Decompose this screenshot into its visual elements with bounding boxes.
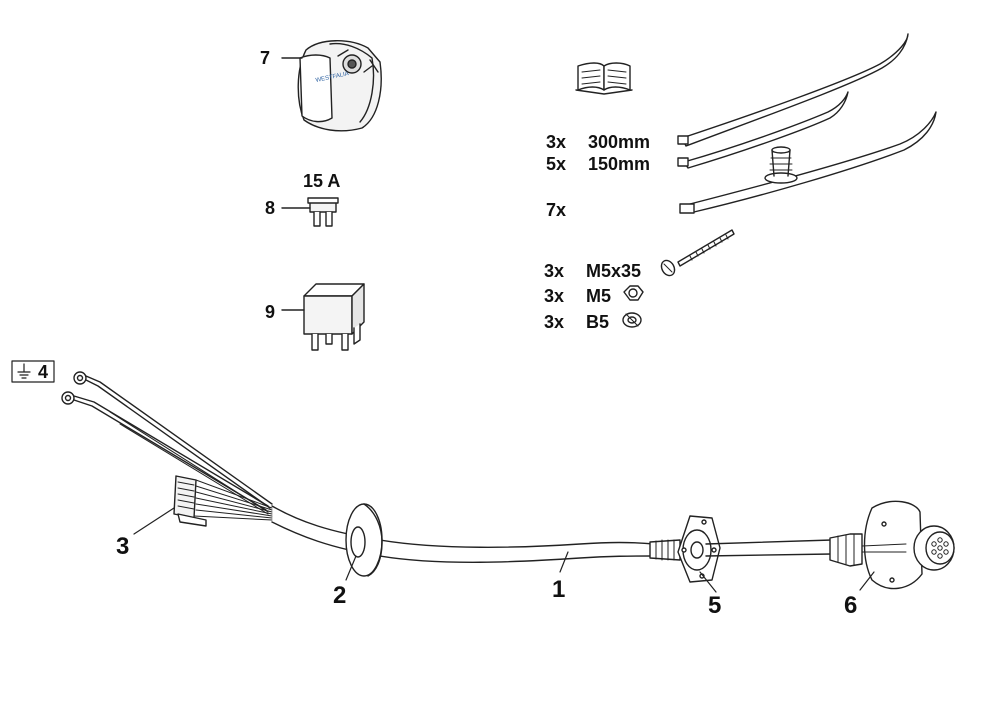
ground-wires: [61, 371, 273, 515]
label-part-5: 5: [708, 592, 722, 619]
socket-plate-drawing: [829, 500, 955, 590]
accessory-size-1: 300mm: [588, 132, 651, 152]
ground-box: [11, 360, 55, 383]
label-part-9: 9: [265, 302, 276, 322]
accessory-qty-3: 7x: [546, 200, 567, 220]
label-fuse-rating: 15 A: [303, 171, 341, 191]
label-part-7: 7: [260, 48, 271, 68]
accessory-size-6: B5: [586, 312, 610, 332]
cable-tie-300: [677, 33, 909, 147]
accessory-size-2: 150mm: [588, 154, 651, 174]
accessory-qty-6: 3x: [544, 312, 565, 332]
grommet-drawing: [345, 503, 383, 577]
screw-drawing: [660, 229, 735, 277]
relay-drawing: [281, 283, 365, 351]
label-part-3: 3: [116, 533, 130, 560]
label-part-4: 4: [38, 362, 49, 382]
cable-tie-150: [677, 91, 849, 169]
label-part-6: 6: [844, 592, 858, 619]
accessory-qty-4: 3x: [544, 261, 565, 281]
accessory-qty-5: 3x: [544, 286, 565, 306]
washer-drawing: [622, 312, 642, 328]
accessory-size-5: M5: [586, 286, 612, 306]
label-part-8: 8: [265, 198, 276, 218]
flange-drawing: [649, 515, 833, 583]
connector-drawing: [173, 475, 273, 527]
book-icon: [575, 62, 633, 95]
fuse-drawing: [281, 197, 339, 227]
accessory-qty-2: 5x: [546, 154, 567, 174]
nut-drawing: [623, 285, 644, 301]
main-cable-drawing: [271, 505, 655, 563]
socket-drawing: WESTFALIA: [281, 40, 382, 132]
label-part-2: 2: [333, 582, 347, 609]
accessory-size-4: M5x35: [586, 261, 642, 281]
leader-lines: [133, 507, 875, 593]
cable-tie-mount: [679, 111, 937, 214]
label-part-1: 1: [552, 576, 566, 603]
accessory-qty-1: 3x: [546, 132, 567, 152]
